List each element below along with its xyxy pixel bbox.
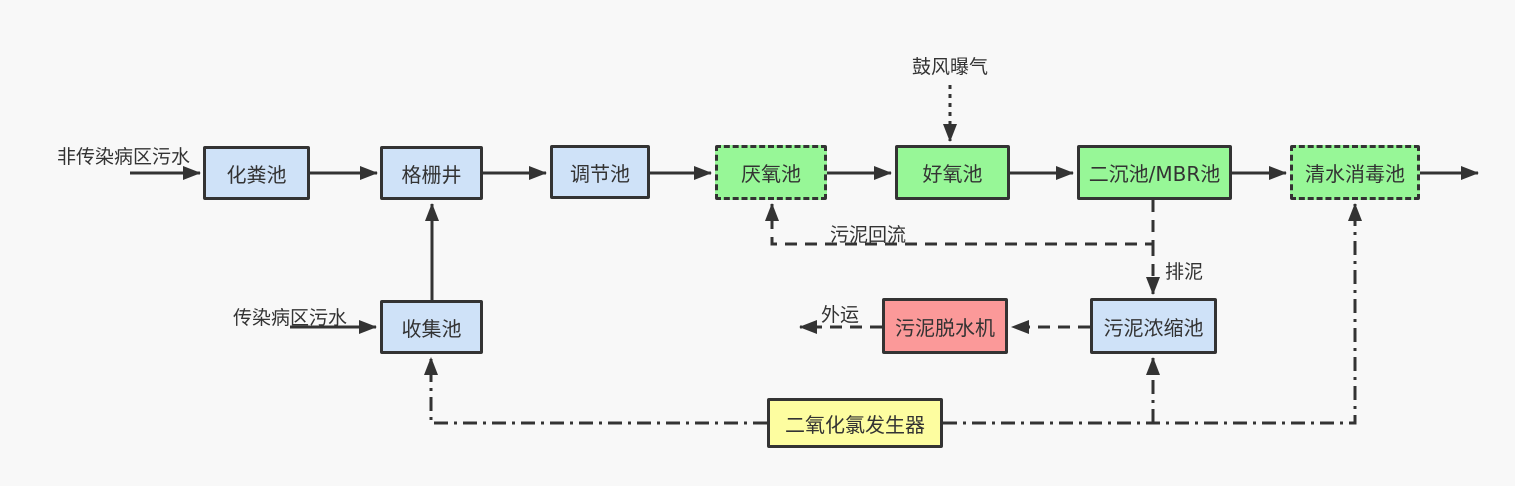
node-collection-tank: 收集池 [380,300,483,354]
node-grid-well: 格栅井 [380,146,483,200]
node-sludge-dewatering-machine: 污泥脱水机 [882,298,1008,354]
node-anaerobic-tank: 厌氧池 [715,145,827,200]
node-aerobic-tank: 好氧池 [895,145,1010,200]
node-chlorine-dioxide-generator: 二氧化氯发生器 [767,398,943,448]
arrow-chlorine-to-collection [424,357,767,425]
label-infectious-inflow: 传染病区污水 [233,307,348,329]
arrow-sludge-return [765,200,1155,246]
arrow-chlorine-to-disinfection [943,203,1362,425]
node-clean-water-disinfection-tank: 清水消毒池 [1290,145,1420,200]
label-transport-out: 外运 [821,304,860,326]
label-blast-aeration: 鼓风曝气 [912,56,989,78]
label-sludge-discharge: 排泥 [1165,261,1204,283]
label-sludge-return: 污泥回流 [830,224,907,246]
node-sludge-thickening-tank: 污泥浓缩池 [1090,298,1217,354]
node-regulating-tank: 调节池 [550,145,650,199]
label-non-infectious-inflow: 非传染病区污水 [57,146,191,168]
node-secondary-mbr-tank: 二沉池/MBR池 [1077,145,1232,200]
node-septic-tank: 化粪池 [203,146,310,200]
